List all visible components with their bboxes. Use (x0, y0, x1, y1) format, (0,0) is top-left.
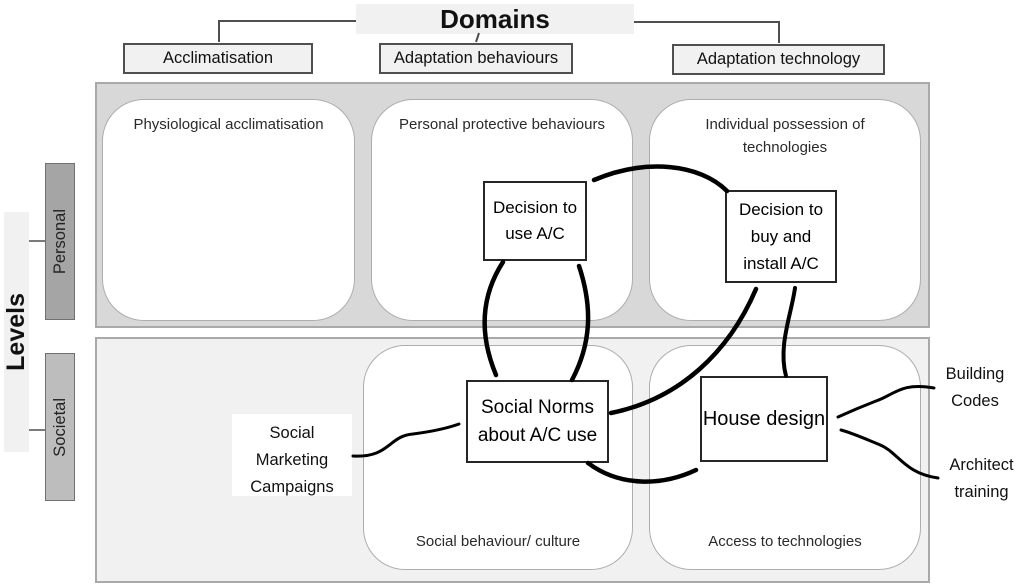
levels-header-title: Levels (2, 293, 30, 371)
cell-label: Social behaviour/ culture (415, 532, 581, 550)
node-decision-to-buy-install-ac: Decision to buy and install A/C (725, 190, 837, 283)
domain-box-adaptation-behaviours: Adaptation behaviours (379, 43, 573, 74)
external-architect-training: Architect training (949, 456, 1014, 501)
connector-domains-to-acclimatisation (218, 20, 356, 42)
level-bar-personal: Personal (45, 163, 75, 320)
node-social-norms-about-ac-use: Social Norms about A/C use (466, 380, 609, 463)
cell-label: Access to technologies (708, 532, 862, 550)
connector-domains-to-adaptation-behaviours (475, 32, 480, 43)
cell-label: Physiological acclimatisation (133, 116, 324, 133)
domain-box-adaptation-technology: Adaptation technology (672, 44, 885, 75)
cell-label: Personal protective behaviours (399, 116, 605, 133)
cell-physiological-acclimatisation: Physiological acclimatisation (102, 99, 355, 321)
connector-domains-to-adaptation-technology (634, 21, 780, 43)
level-bar-personal-label: Personal (50, 208, 69, 275)
domains-header-title: Domains (356, 4, 634, 34)
external-social-marketing-campaigns: Social Marketing Campaigns (232, 414, 352, 496)
level-bar-societal-label: Societal (50, 397, 69, 457)
node-decision-to-use-ac: Decision to use A/C (483, 181, 587, 261)
level-bar-societal: Societal (45, 353, 75, 501)
levels-header: Levels (2, 212, 30, 452)
domain-box-acclimatisation: Acclimatisation (123, 43, 313, 74)
cell-label: Individual possession of technologies (705, 116, 865, 157)
node-house-design: House design (700, 376, 828, 462)
external-building-codes: Building Codes (945, 365, 1005, 410)
